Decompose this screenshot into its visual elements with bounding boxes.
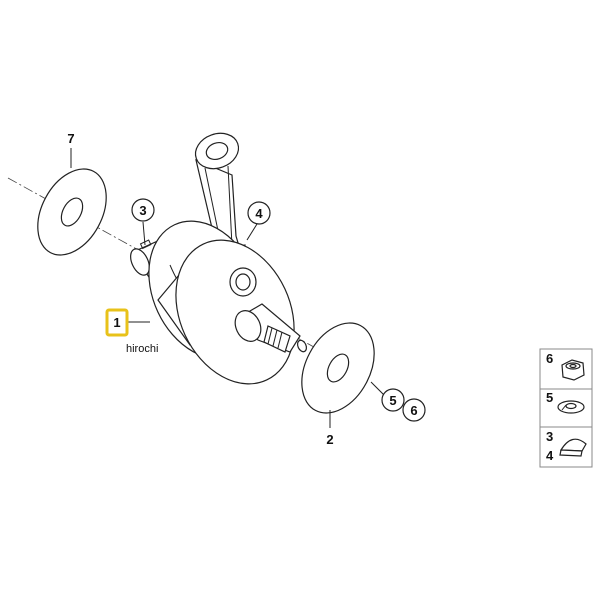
callout-6[interactable]: 6 bbox=[402, 398, 426, 422]
legend-label-key-b: 4 bbox=[546, 448, 554, 463]
callout-3[interactable]: 3 bbox=[131, 198, 155, 222]
callout-5-label: 5 bbox=[389, 393, 396, 408]
callout-7[interactable]: 7 bbox=[67, 131, 74, 146]
nut-icon bbox=[561, 359, 585, 381]
watermark-text: hirochi bbox=[126, 343, 158, 355]
legend-panel: 6 5 3 4 bbox=[539, 348, 593, 468]
leader-5 bbox=[370, 381, 385, 396]
crank-shaft-right[interactable] bbox=[230, 303, 308, 353]
callout-4[interactable]: 4 bbox=[247, 201, 271, 225]
crank-flywheel-front[interactable] bbox=[153, 221, 316, 403]
leader-4 bbox=[246, 223, 258, 241]
callout-5[interactable]: 5 bbox=[381, 388, 405, 412]
callout-1-highlighted[interactable]: 1 bbox=[105, 308, 129, 337]
callout-4-label: 4 bbox=[255, 206, 263, 221]
lock-washer-icon bbox=[557, 400, 585, 414]
thrust-washer-left[interactable] bbox=[24, 157, 120, 266]
legend-label-key-a: 3 bbox=[546, 429, 553, 444]
callout-1-label: 1 bbox=[113, 315, 120, 330]
legend-label-lock-washer: 5 bbox=[546, 390, 553, 405]
woodruff-key-icon bbox=[559, 438, 587, 457]
callout-3-label: 3 bbox=[139, 203, 146, 218]
callout-6-label: 6 bbox=[410, 403, 417, 418]
callout-2[interactable]: 2 bbox=[326, 432, 333, 447]
leader-3 bbox=[142, 221, 146, 246]
thrust-washer-right[interactable] bbox=[287, 311, 389, 426]
legend-label-nut: 6 bbox=[546, 351, 553, 366]
